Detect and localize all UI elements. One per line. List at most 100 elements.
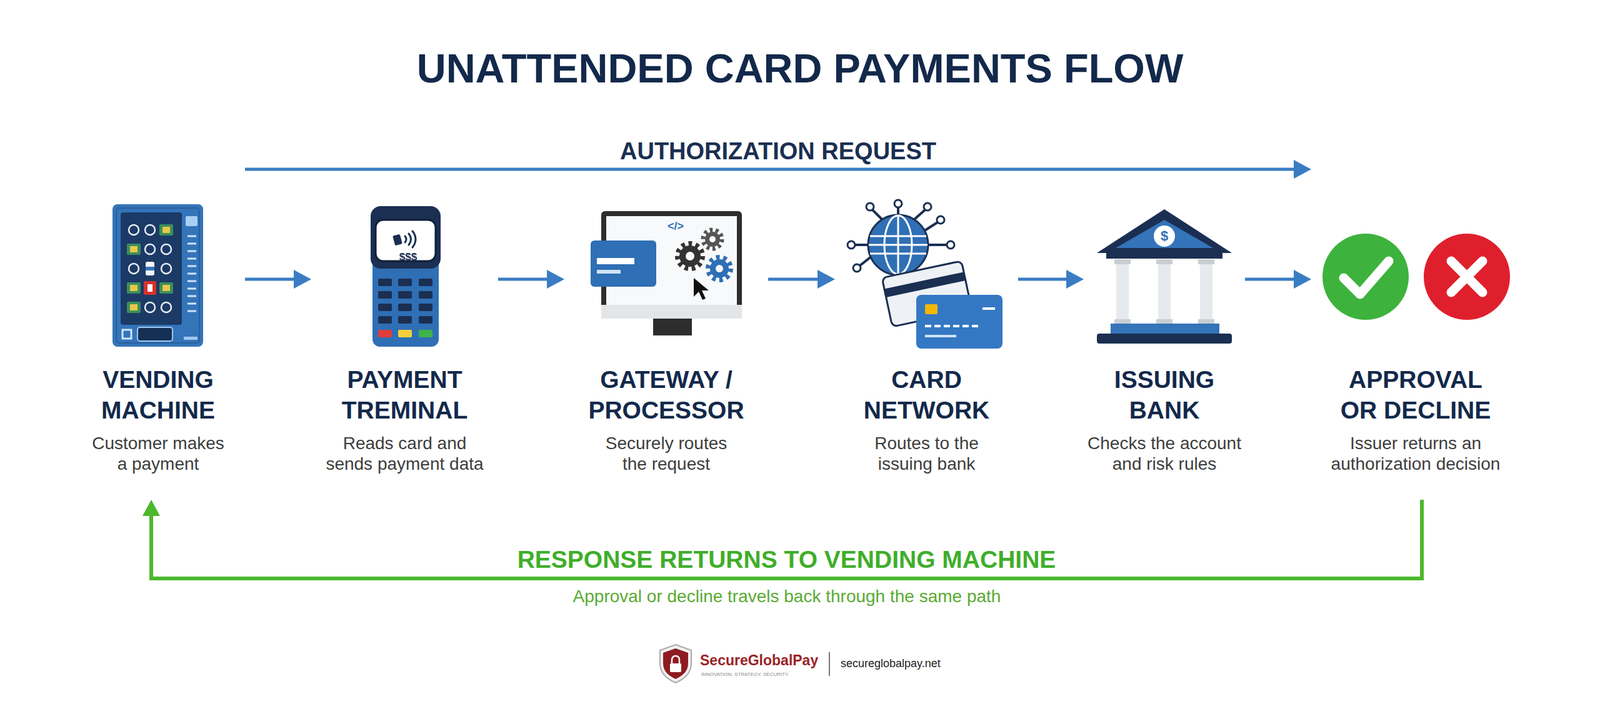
vending-machine-icon-part: [126, 301, 141, 314]
vending-machine-icon-part: [120, 212, 182, 325]
vending-machine-icon-part: [145, 261, 155, 276]
step-heading: GATEWAY / PROCESSOR: [585, 364, 748, 426]
vending-machine-icon-part: [147, 284, 153, 292]
vending-machine-icon-part: [116, 208, 200, 344]
gateway-monitor-icon-part: [677, 243, 703, 269]
flow-arrow: [1018, 270, 1084, 289]
logo-shield-part: [660, 645, 692, 684]
card-network-icon-part: [936, 216, 945, 224]
vending-machine-icon-part: [128, 263, 139, 274]
card-network-icon-part: [866, 203, 874, 211]
payment-terminal-icon-part: [398, 278, 412, 287]
card-network-icon-part-part: [884, 271, 966, 298]
arrow-line: [245, 278, 298, 282]
flow-arrow: [768, 270, 835, 289]
payment-terminal-icon-part: [398, 330, 412, 338]
arrow-head: [1293, 160, 1312, 179]
flow-step: GATEWAY / PROCESSORSecurely routes the r…: [564, 143, 769, 500]
step-description: Routes to the issuing bank: [864, 433, 990, 475]
arrow-head: [1066, 270, 1084, 289]
flow-arrow: [245, 270, 312, 289]
card-network-icon-part: [925, 335, 957, 338]
step-heading: CARD NETWORK: [858, 364, 996, 426]
card-network-icon-part: [982, 307, 995, 310]
step-heading: PAYMENT TREMINAL: [337, 364, 472, 426]
issuing-bank-icon-part: [1158, 264, 1171, 320]
payment-terminal-icon-part: [418, 291, 433, 299]
flow-arrow: [142, 500, 1422, 579]
step-description: Reads card and sends payment data: [320, 433, 490, 475]
code-symbol: </>: [667, 219, 684, 234]
step-description: Customer makes a payment: [88, 433, 229, 475]
issuing-bank-icon-part: [1156, 259, 1173, 265]
step-description: Checks the account and risk rules: [1080, 433, 1249, 475]
step-description: Issuer returns an authorization decision: [1315, 433, 1516, 475]
step-heading: APPROVAL OR DECLINE: [1334, 364, 1497, 426]
vending-machine-icon-part: [162, 226, 170, 234]
brand-tagline: INNOVATION. STRATEGY. SECURITY.: [701, 671, 790, 679]
flow-arrow: [498, 270, 565, 289]
gateway-monitor-icon-part: [590, 240, 657, 287]
brand-url: secureglobalpay.net: [840, 656, 941, 671]
edge-label: RESPONSE RETURNS TO VENDING MACHINE: [517, 545, 1057, 575]
payment-terminal-icon-part: [372, 256, 439, 347]
payment-terminal-icon-part: [378, 330, 392, 338]
payment-terminal-icon-part: [378, 303, 392, 312]
issuing-bank-icon-part: [1114, 259, 1131, 265]
payment-terminal-icon-part: [418, 278, 433, 287]
vending-machine-icon-part: [130, 246, 138, 253]
issuing-bank-icon: [1096, 209, 1232, 344]
logo-shield-part: [663, 648, 689, 680]
return-note: Approval or decline travels back through…: [573, 586, 1002, 608]
issuing-bank-icon-part: [1106, 253, 1223, 259]
card-network-icon-part: [894, 200, 902, 208]
payment-terminal-icon-part: [418, 330, 433, 338]
vending-machine-icon-part: [112, 204, 204, 347]
payment-terminal-icon-part: [378, 278, 392, 287]
payment-terminal-icon-part: [378, 291, 392, 299]
arrow-line: [498, 278, 551, 282]
card-network-icon-part: [925, 304, 938, 315]
vending-machine-icon-part: [185, 216, 198, 227]
step-heading: VENDING MACHINE: [95, 364, 221, 426]
issuing-bank-icon-part: [1116, 264, 1129, 320]
arrow-line: [768, 278, 822, 282]
payment-terminal-icon-part: [398, 316, 412, 324]
edge-label: AUTHORIZATION REQUEST: [620, 136, 937, 166]
gateway-monitor-icon-part: [708, 257, 731, 280]
decline-cross-icon-part: [1451, 261, 1483, 293]
logo-shield: [660, 645, 692, 684]
vending-machine-icon-part: [128, 225, 139, 235]
vending-machine-icon-part: [130, 285, 138, 292]
flow-step: CARD NETWORK Routes to the issuing bank: [835, 143, 1019, 500]
gateway-monitor-icon: [590, 211, 742, 336]
vending-machine-icon-part: [143, 281, 157, 295]
payment-terminal-icon-part: [398, 291, 412, 299]
issuing-bank-icon-part: [1096, 333, 1232, 344]
vending-machine-icon-part: [162, 285, 170, 292]
issuing-bank-icon-part: [1156, 319, 1173, 324]
card-network-icon-part: [925, 325, 982, 328]
card-network-icon-part: [847, 241, 855, 249]
brand-name: SecureGlobalPay: [700, 651, 819, 670]
payment-terminal-icon-part: [392, 234, 403, 247]
step-heading: ISSUING BANK: [1101, 364, 1227, 426]
gateway-monitor-icon-part: [709, 236, 716, 243]
gateway-monitor-icon-part: [679, 245, 701, 267]
issuing-bank-icon-part: [1096, 209, 1232, 254]
gateway-monitor-icon-part: [685, 251, 695, 261]
payment-terminal-icon-part: [405, 231, 416, 248]
vending-machine-icon-part: [145, 225, 155, 235]
gateway-monitor-icon-part: [705, 231, 720, 247]
arrow-line: [151, 500, 1422, 579]
card-network-icon-part: [853, 264, 861, 272]
flow-step: PAYMENT TREMINAL Reads card and sends pay…: [311, 143, 499, 500]
arrow-head: [817, 270, 835, 289]
vending-machine-icon-part: [145, 244, 155, 255]
issuing-bank-icon-part: [1200, 264, 1213, 320]
arrow-head: [1293, 270, 1312, 289]
card-network-icon-part: [923, 203, 932, 211]
logo-divider: [828, 652, 830, 677]
gateway-monitor-icon-part: [703, 230, 722, 249]
